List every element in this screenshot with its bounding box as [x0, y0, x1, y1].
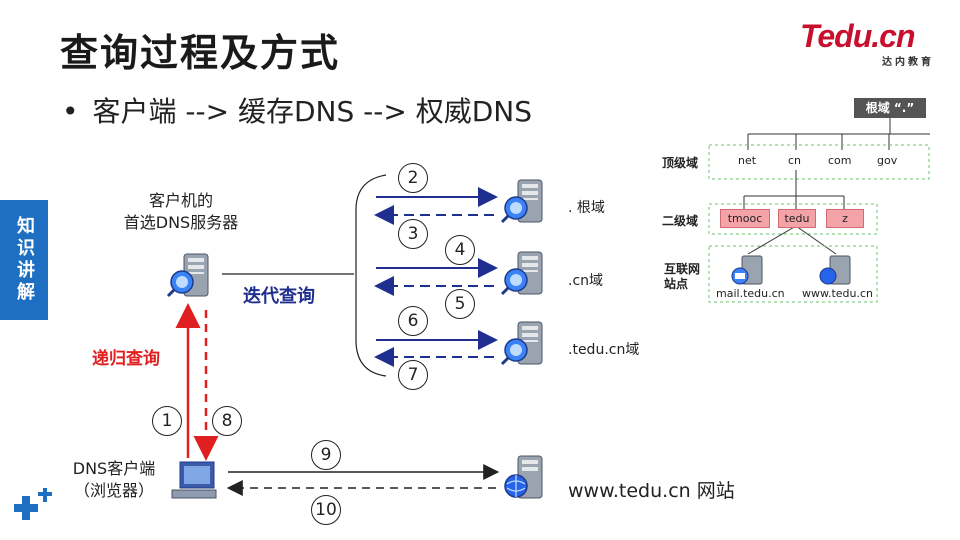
tree-root-label: 根域 “.”: [854, 98, 926, 118]
cn-domain-label: .cn域: [568, 273, 604, 289]
root-server-icon: [500, 178, 544, 224]
tree-sld-tedu: tedu: [778, 209, 816, 228]
web-server-icon: [504, 455, 543, 499]
step-9: 9: [311, 440, 341, 470]
mail-server-icon: [731, 255, 763, 285]
step-1: 1: [152, 406, 182, 436]
step-10: 10: [311, 495, 341, 525]
step-4: 4: [445, 235, 475, 265]
bullet-point: • 客户端 --> 缓存DNS --> 权威DNS: [62, 90, 532, 130]
tree-sld-tmooc: tmooc: [720, 209, 770, 228]
tree-sld-z: z: [826, 209, 864, 228]
tree-second-level-label: 二级域: [662, 214, 699, 228]
step-8: 8: [212, 406, 242, 436]
tree-site-www: www.tedu.cn: [802, 287, 874, 300]
www-server-icon: [819, 255, 851, 285]
tree-tld-net: net: [738, 154, 757, 167]
tree-tld-gov: gov: [877, 154, 898, 167]
domain-tree: [708, 118, 930, 303]
tedu-domain-label: .tedu.cn域: [568, 342, 640, 358]
iterative-query-label: 迭代查询: [243, 286, 315, 307]
tedu-server-icon: [500, 320, 544, 366]
dns-client-label: DNS客户端 （浏览器）: [72, 459, 156, 500]
step-5: 5: [445, 289, 475, 319]
logo-subtitle: 达内教育: [882, 57, 934, 68]
website-label: www.tedu.cn 网站: [568, 480, 735, 502]
page-title: 查询过程及方式: [60, 31, 341, 75]
step-6: 6: [398, 306, 428, 336]
preferred-dns-label: 客户机的 首选DNS服务器: [123, 191, 239, 232]
tree-top-level-label: 顶级域: [662, 156, 699, 170]
step-3: 3: [398, 219, 428, 249]
tree-tld-com: com: [828, 154, 852, 167]
tree-site-mail: mail.tedu.cn: [716, 287, 785, 300]
plus-decoration-icon: [14, 488, 52, 520]
tree-site-label: 互联网 站点: [664, 262, 701, 291]
tree-tld-cn: cn: [788, 154, 802, 167]
step-2: 2: [398, 163, 428, 193]
step-7: 7: [398, 360, 428, 390]
logo-text: Tedu.cn: [800, 18, 915, 54]
bullet-text: 客户端 --> 缓存DNS --> 权威DNS: [92, 95, 533, 128]
recursive-query-label: 递归查询: [92, 349, 160, 369]
bullet-dot-icon: •: [62, 95, 79, 128]
cn-server-icon: [500, 250, 544, 296]
side-tab: 知识讲解: [0, 200, 48, 320]
preferred-dns-server-icon: [166, 252, 210, 298]
tedu-logo: Tedu.cn 达内教育: [800, 18, 940, 68]
root-domain-label: . 根域: [568, 200, 605, 216]
client-pc-icon: [171, 461, 217, 499]
